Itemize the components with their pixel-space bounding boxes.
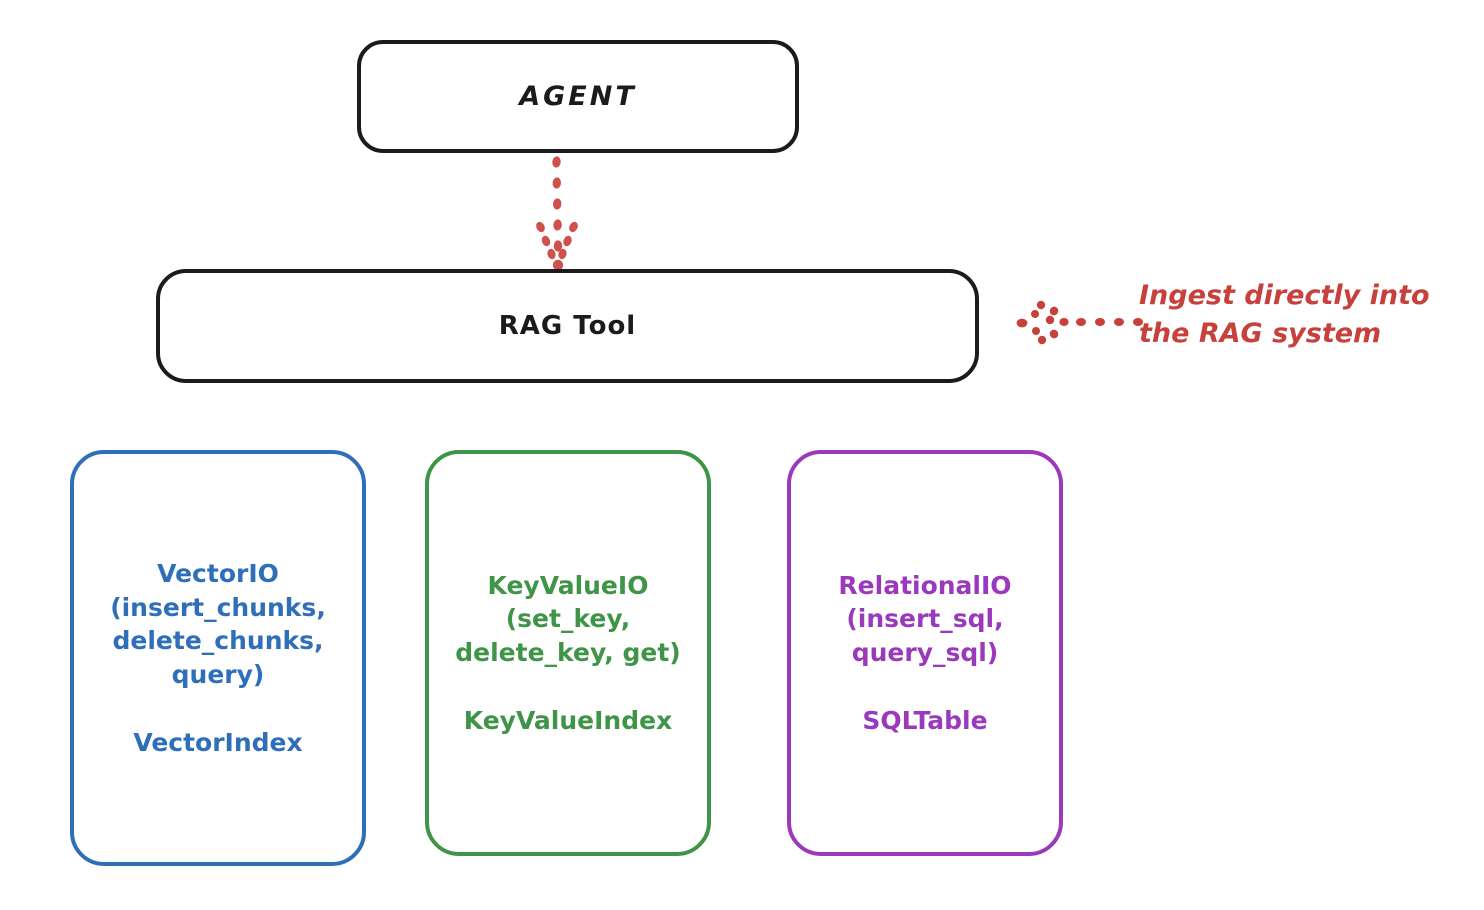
vector-io-node-label: VectorIO (insert_chunks, delete_chunks, … bbox=[110, 558, 326, 757]
dotted-arrow-left-icon bbox=[1016, 300, 1143, 345]
relational-io-node-label: RelationalIO (insert_sql, query_sql) SQL… bbox=[838, 570, 1012, 735]
agent-to-rag-tool-connector bbox=[505, 155, 615, 273]
key-value-io-node-label: KeyValueIO (set_key, delete_key, get) Ke… bbox=[455, 570, 681, 735]
ingest-annotation-text: Ingest directly into the RAG system bbox=[1139, 280, 1430, 350]
key-value-io-node[interactable]: KeyValueIO (set_key, delete_key, get) Ke… bbox=[425, 450, 711, 856]
dotted-arrow-down-icon bbox=[536, 156, 578, 271]
vector-io-node[interactable]: VectorIO (insert_chunks, delete_chunks, … bbox=[70, 450, 366, 866]
agent-node[interactable]: AGENT bbox=[357, 40, 799, 153]
ingest-annotation-connector bbox=[1014, 296, 1144, 350]
relational-io-node[interactable]: RelationalIO (insert_sql, query_sql) SQL… bbox=[787, 450, 1063, 856]
agent-node-label: AGENT bbox=[519, 81, 637, 112]
rag-tool-node[interactable]: RAG Tool bbox=[156, 269, 979, 383]
rag-tool-node-label: RAG Tool bbox=[498, 311, 637, 341]
